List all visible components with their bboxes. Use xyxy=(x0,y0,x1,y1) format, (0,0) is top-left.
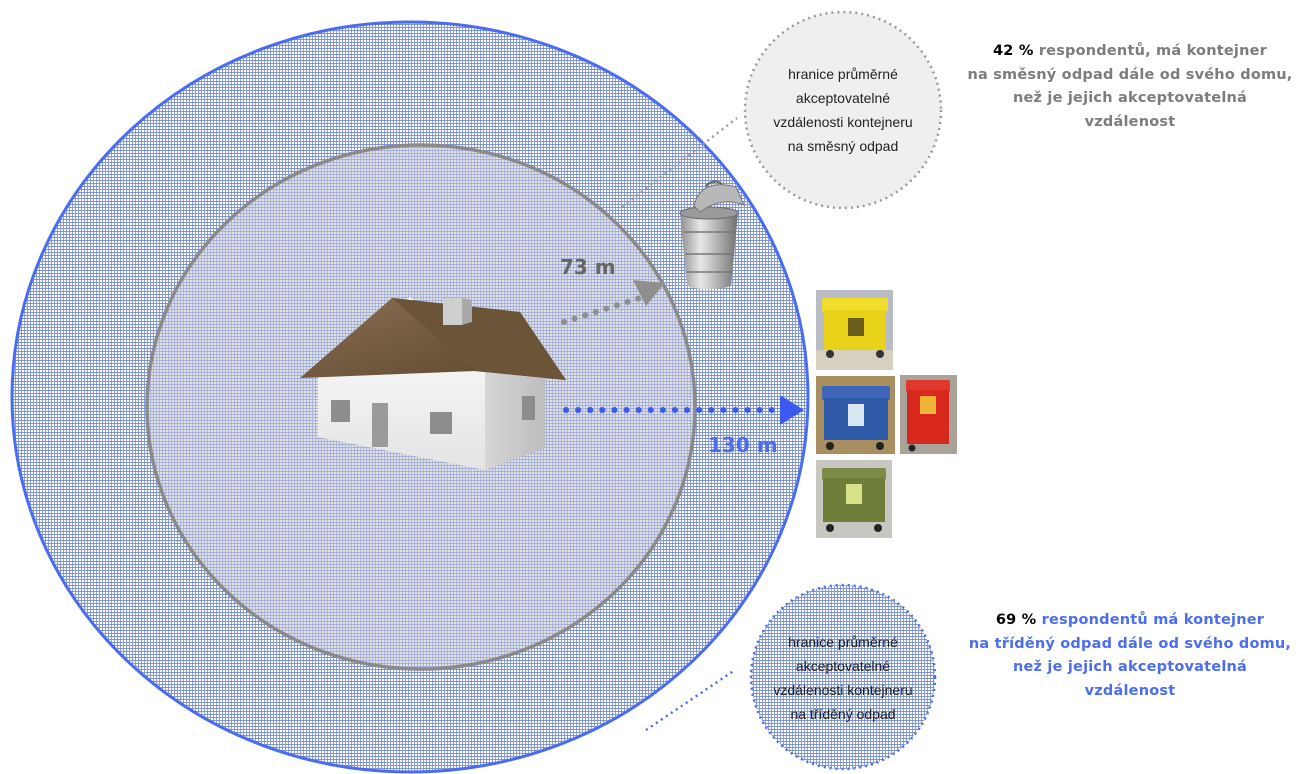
callout-line: akceptovatelné xyxy=(795,658,891,674)
sorted-waste-statistic: 69 % respondentů má kontejner na tříděný… xyxy=(955,609,1305,703)
mixed-boundary-callout xyxy=(743,10,943,210)
mixed-distance-label: 73 m xyxy=(560,255,616,279)
red-container-icon xyxy=(900,375,957,454)
stat-line: na směsný odpad dále od svého domu, xyxy=(967,66,1293,83)
sorted-boundary-callout xyxy=(749,583,937,771)
stat-line: vzdálenost xyxy=(1084,113,1176,130)
stat-line: než je jejich akceptovatelná xyxy=(1012,659,1248,675)
callout-line: hranice průměrné xyxy=(788,634,898,650)
callout-line: vzdálenosti kontejneru xyxy=(773,682,913,698)
sorted-boundary-callout-text: hranice průměrné akceptovatelné vzdáleno… xyxy=(745,630,941,726)
sorted-percent: 69 % xyxy=(995,612,1037,628)
sorted-distance-label: 130 m xyxy=(708,433,778,457)
trash-can-icon xyxy=(679,180,745,290)
sorted-arrow-head xyxy=(780,395,804,425)
blue-container-icon xyxy=(816,376,895,454)
stat-line: vzdálenost xyxy=(1084,682,1176,699)
stat-line: na tříděný odpad dále od svého domu, xyxy=(968,635,1292,652)
yellow-container-icon xyxy=(816,290,893,370)
mixed-arrow-head xyxy=(633,280,665,306)
mixed-callout-connector xyxy=(621,117,738,208)
callout-line: vzdálenosti kontejneru xyxy=(773,114,913,130)
green-container-icon xyxy=(816,460,892,538)
callout-line: na tříděný odpad xyxy=(790,706,896,722)
mixed-percent: 42 % xyxy=(993,43,1034,59)
stat-line: respondentů, má kontejner xyxy=(1033,43,1267,59)
stat-line: než je jejich akceptovatelná xyxy=(1012,90,1248,106)
house-icon xyxy=(300,297,566,470)
callout-line: akceptovatelné xyxy=(795,90,891,106)
mixed-waste-statistic: 42 % respondentů, má kontejner na směsný… xyxy=(955,40,1305,134)
stat-line: respondentů má kontejner xyxy=(1036,612,1265,628)
mixed-distance-arrow xyxy=(561,295,643,325)
mixed-boundary-callout-text: hranice průměrné akceptovatelné vzdáleno… xyxy=(745,62,941,158)
callout-line: hranice průměrné xyxy=(788,66,898,82)
callout-line: na směsný odpad xyxy=(787,138,899,154)
